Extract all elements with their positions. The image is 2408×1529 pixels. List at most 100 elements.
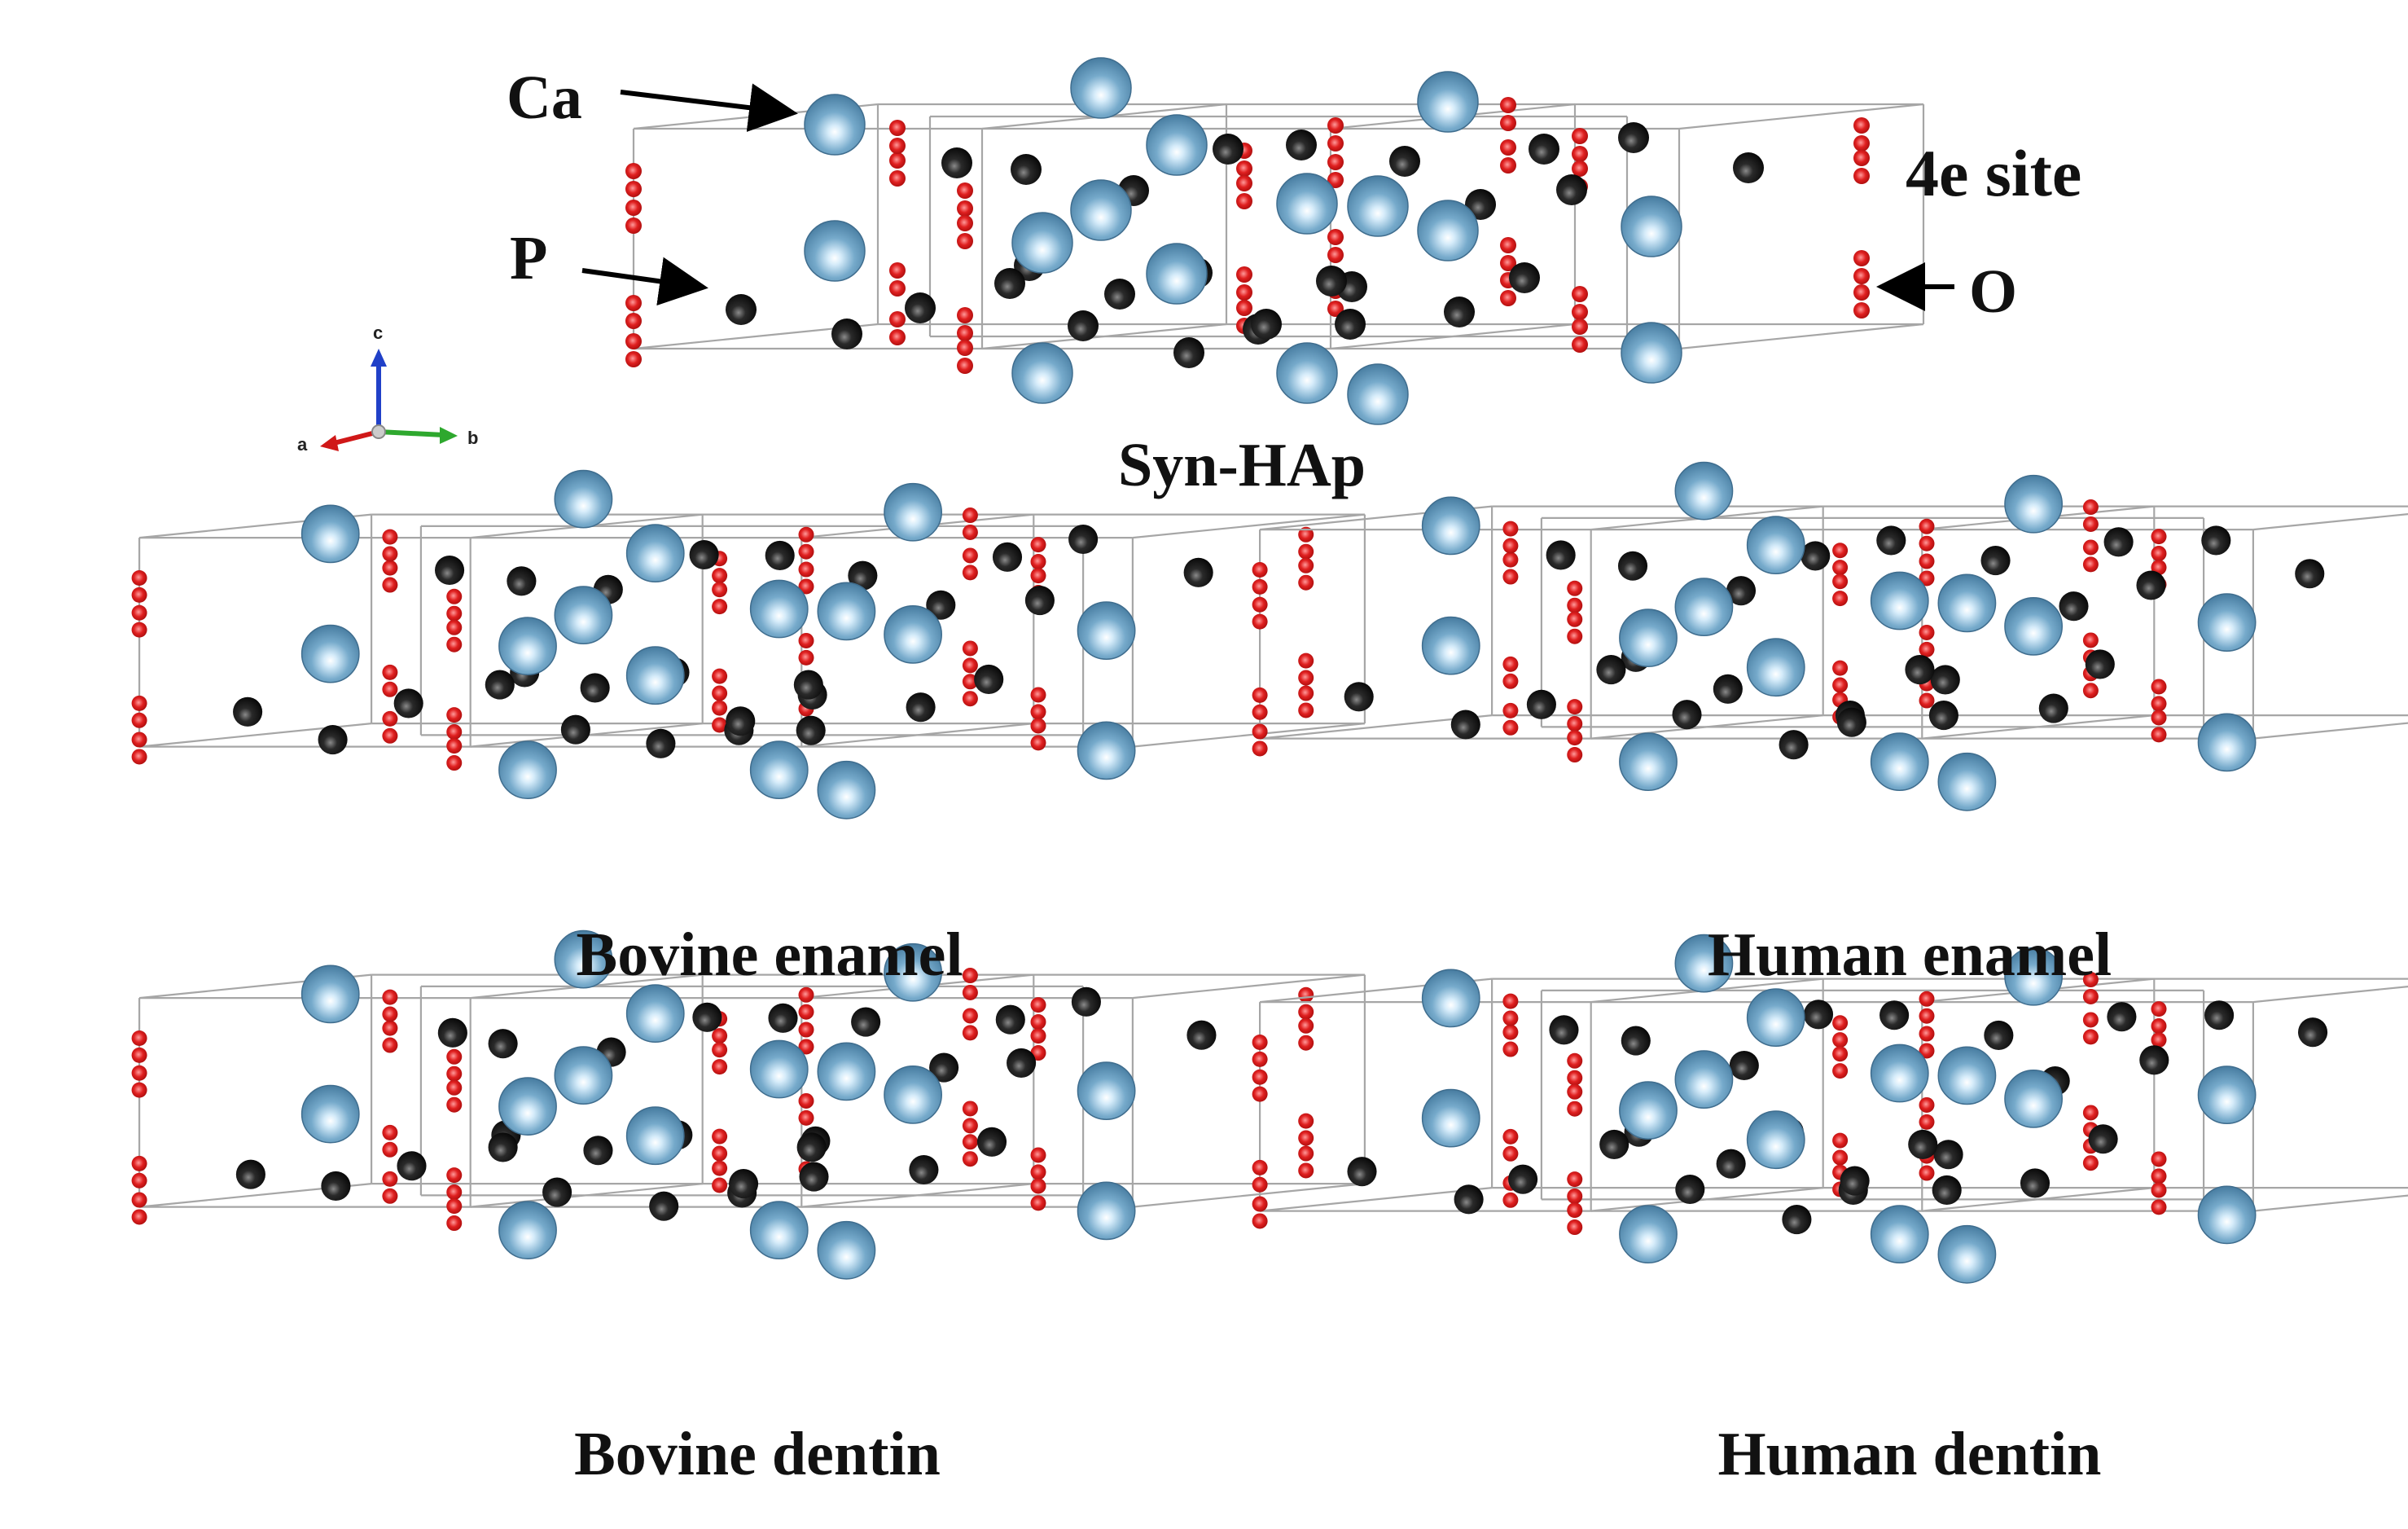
- oxygen-atom: [712, 1059, 728, 1075]
- calcium-atom: [1674, 461, 1734, 521]
- oxygen-atom: [625, 333, 642, 349]
- calcium-atom: [1347, 363, 1409, 425]
- phosphorus-atom: [1389, 146, 1420, 177]
- phosphorus-atom: [1733, 152, 1764, 183]
- oxygen-atom: [1572, 160, 1588, 177]
- oxygen-atom: [1030, 554, 1046, 570]
- oxygen-atom: [1572, 286, 1588, 302]
- phosphorus-atom: [2107, 1002, 2137, 1032]
- oxygen-atom: [1567, 1188, 1583, 1205]
- oxygen-atom: [1500, 237, 1516, 253]
- oxygen-atom: [131, 1047, 147, 1063]
- phosphorus-atom: [1465, 189, 1496, 220]
- phosphorus-atom: [1933, 1140, 1963, 1170]
- caption-human-dentin: Human dentin: [1718, 1420, 2102, 1488]
- oxygen-atom: [1853, 284, 1870, 301]
- calcium-atom: [2197, 1065, 2257, 1124]
- oxygen-atom: [1853, 250, 1870, 266]
- oxygen-atom: [1030, 1164, 1046, 1180]
- oxygen-atom: [1500, 290, 1516, 306]
- cell-edge: [2252, 1194, 2408, 1212]
- oxygen-atom: [962, 657, 978, 674]
- calcium-atom: [1146, 243, 1208, 305]
- calcium-atom: [1746, 638, 1805, 697]
- oxygen-atom: [446, 1048, 463, 1065]
- oxygen-atom: [446, 1215, 463, 1232]
- oxygen-atom: [446, 1096, 463, 1113]
- atoms: [1252, 461, 2325, 811]
- phosphorus-atom: [851, 1007, 881, 1037]
- oxygen-atom: [131, 622, 147, 638]
- calcium-atom: [625, 646, 685, 705]
- oxygen-atom: [798, 1004, 814, 1020]
- calcium-atom: [749, 740, 809, 799]
- calcium-atom: [1011, 342, 1073, 404]
- phosphorus-atom: [1803, 1000, 1834, 1030]
- phosphorus-atom: [796, 715, 826, 745]
- phosphorus-atom: [1011, 154, 1042, 185]
- calcium-atom: [1674, 578, 1734, 636]
- atoms: [625, 57, 1870, 425]
- oxygen-atom: [1502, 521, 1519, 537]
- oxygen-atom: [1919, 570, 1935, 587]
- phosphorus-atom: [994, 268, 1025, 299]
- phosphorus-atom: [393, 688, 423, 718]
- phosphorus-atom: [1347, 1157, 1377, 1187]
- oxygen-atom: [2082, 1155, 2099, 1171]
- calcium-atom: [2004, 596, 2064, 656]
- oxygen-atom: [131, 1082, 147, 1098]
- phosphorus-atom: [1930, 665, 1960, 695]
- oxygen-atom: [446, 1167, 463, 1184]
- calcium-atom: [1077, 721, 1136, 780]
- oxygen-atom: [446, 1184, 463, 1201]
- phosphorus-atom: [729, 1169, 759, 1199]
- oxygen-atom: [889, 280, 906, 297]
- oxygen-atom: [1252, 1035, 1268, 1050]
- oxygen-atom: [1236, 300, 1252, 316]
- oxygen-atom: [712, 700, 728, 716]
- oxygen-atom: [1030, 735, 1046, 751]
- oxygen-atom: [1298, 1130, 1314, 1146]
- phosphorus-atom: [1801, 541, 1831, 571]
- caption-human-enamel: Human enamel: [1708, 920, 2112, 989]
- calcium-atom: [1619, 1081, 1678, 1140]
- phosphorus-atom: [1617, 551, 1648, 581]
- oxygen-atom: [1502, 656, 1519, 672]
- phosphorus-atom: [2295, 559, 2325, 589]
- oxygen-atom: [1030, 718, 1046, 734]
- oxygen-atom: [1502, 1145, 1519, 1162]
- phosphorus-atom: [1508, 1164, 1538, 1194]
- oxygen-atom: [2151, 696, 2167, 712]
- oxygen-atom: [1572, 304, 1588, 320]
- oxygen-atom: [889, 170, 906, 187]
- calcium-atom: [625, 984, 685, 1043]
- oxygen-atom: [1919, 641, 1935, 657]
- phosphorus-atom: [1286, 130, 1317, 160]
- calcium-atom: [300, 504, 360, 564]
- oxygen-atom: [712, 582, 728, 598]
- oxygen-atom: [1252, 562, 1268, 578]
- oxygen-atom: [1030, 1028, 1046, 1044]
- oxygen-atom: [957, 233, 973, 249]
- phosphorus-atom: [1928, 701, 1958, 731]
- oxygen-atom: [446, 636, 463, 652]
- oxygen-atom: [131, 587, 147, 603]
- phosphorus-atom: [929, 1052, 959, 1083]
- phosphorus-atom: [1599, 1129, 1629, 1159]
- calcium-atom: [2197, 1185, 2257, 1245]
- oxygen-atom: [957, 340, 973, 356]
- calcium-atom: [1937, 1046, 1997, 1105]
- oxygen-atom: [1327, 301, 1344, 317]
- calcium-atom: [1674, 934, 1734, 993]
- phosphorus-atom: [1980, 546, 2011, 576]
- oxygen-atom: [1832, 1149, 1849, 1166]
- arrow-p: [581, 257, 708, 306]
- axis-b-label: b: [467, 428, 478, 448]
- phosphorus-atom: [1621, 1026, 1651, 1056]
- oxygen-atom: [1502, 538, 1519, 554]
- oxygen-atom: [712, 599, 728, 615]
- oxygen-atom: [1567, 1202, 1583, 1219]
- oxygen-atom: [2151, 529, 2167, 545]
- oxygen-atom: [798, 1109, 814, 1126]
